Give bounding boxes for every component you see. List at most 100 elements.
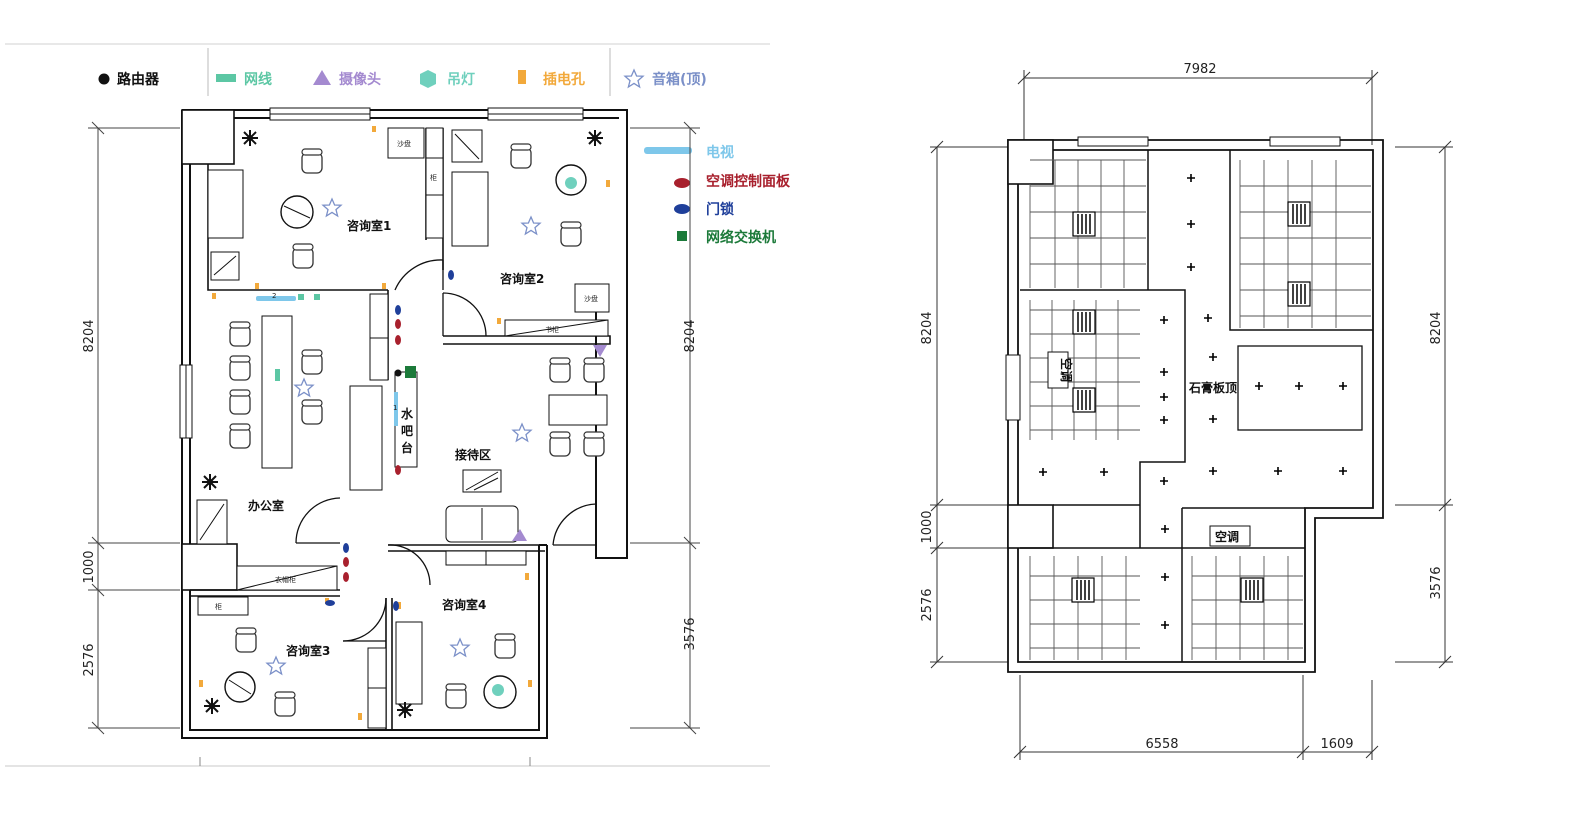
network-cable-icon — [216, 74, 236, 82]
power-outlet-icon — [255, 283, 259, 289]
dim-bottom-left: 6558 — [1145, 737, 1178, 752]
plant-icon — [241, 129, 259, 147]
consult-room-1: 沙盘 柜 咨询室1 — [207, 126, 444, 289]
ac-panel-icon — [674, 178, 690, 188]
speaker-icon — [322, 198, 342, 217]
cabinet — [197, 596, 249, 616]
chair — [583, 431, 605, 457]
camera-icon — [593, 345, 607, 357]
power-outlet-icon — [525, 573, 529, 580]
chair — [229, 355, 251, 381]
legend-side: 电视 空调控制面板 门锁 网络交换机 — [644, 144, 791, 246]
door-lock-icon — [674, 204, 690, 214]
ac-vent-icon — [1287, 281, 1311, 307]
ac-vent-icon — [1072, 387, 1096, 413]
ac-panel-icon — [395, 319, 401, 329]
router-icon — [394, 369, 402, 377]
water-bar-label-2: 吧 — [401, 424, 413, 438]
window — [1005, 354, 1021, 421]
cabinet — [369, 293, 389, 381]
chair — [229, 321, 251, 347]
svg-text:衣帽柜: 衣帽柜 — [275, 575, 296, 584]
right-dimensions — [930, 70, 1453, 760]
tv-icon — [644, 147, 692, 154]
plant-icon — [201, 473, 219, 491]
sofa — [349, 385, 383, 491]
dim-right-bot: 3576 — [683, 617, 698, 650]
room-label-consult4: 咨询室4 — [442, 597, 486, 612]
chair — [301, 399, 323, 425]
network-cable-icon — [298, 294, 304, 300]
sofa — [207, 169, 244, 239]
door-lock-icon — [343, 543, 349, 553]
office: 2 办公室 衣帽柜 — [196, 292, 389, 591]
power-outlet-icon — [212, 293, 216, 299]
chair — [301, 349, 323, 375]
chair — [229, 389, 251, 415]
right-ceiling-plan: 7982 8204 1000 2576 8204 3576 6558 1609 — [920, 62, 1453, 760]
room-label-office: 办公室 — [248, 498, 284, 513]
ac-panel-icon — [343, 557, 349, 567]
column — [1007, 139, 1054, 185]
power-outlet-icon — [497, 318, 501, 324]
speaker-icon — [512, 423, 532, 442]
reception-area: 1 水 吧 台 接待区 — [343, 305, 608, 582]
ac-vent-icon — [1072, 211, 1096, 237]
svg-text:沙盘: 沙盘 — [397, 139, 411, 148]
network-switch-icon — [405, 366, 416, 378]
plant-icon — [203, 697, 221, 715]
legend-label-camera: 摄像头 — [339, 71, 381, 88]
power-outlet-icon — [372, 126, 376, 132]
chair — [445, 683, 467, 709]
room-label-consult3: 咨询室3 — [286, 643, 330, 658]
dim-left-bot: 2576 — [920, 588, 935, 621]
plant-icon — [586, 129, 604, 147]
ac-vent-icon — [1071, 577, 1095, 603]
legend-label-network-cable: 网线 — [244, 71, 272, 88]
left-dimensions — [88, 121, 700, 735]
legend-label-power-outlet: 插电孔 — [543, 71, 585, 88]
speaker-icon — [294, 378, 314, 397]
dim-right-bot: 3576 — [1429, 566, 1444, 599]
legend-label-tv: 电视 — [706, 144, 734, 161]
chair — [229, 423, 251, 449]
chair — [301, 148, 323, 174]
legend-label-speaker: 音箱(顶) — [652, 71, 707, 88]
sand-tray — [574, 283, 610, 313]
left-floor-plan: 8204 1000 2576 8204 3576 — [5, 107, 770, 767]
legend-label-ac-panel: 空调控制面板 — [706, 173, 791, 190]
camera-icon — [313, 70, 331, 85]
camera-icon — [512, 529, 527, 541]
speaker-icon — [266, 656, 286, 675]
speaker-icon — [624, 69, 644, 88]
power-outlet-icon — [382, 283, 386, 289]
door-lock-icon — [393, 601, 399, 611]
consult-room-3: 柜 咨询室3 — [197, 596, 399, 729]
dim-left-bot: 2576 — [82, 643, 97, 676]
svg-text:1: 1 — [393, 404, 397, 412]
column — [181, 109, 235, 165]
ac-panel-icon — [395, 465, 401, 475]
dim-bottom-right: 1609 — [1320, 737, 1353, 752]
window — [1269, 136, 1341, 147]
interior-walls — [1020, 150, 1373, 662]
chair — [560, 221, 582, 247]
power-outlet-icon — [199, 680, 203, 687]
dim-left-top: 8204 — [82, 319, 97, 352]
consult-room-4: 咨询室4 — [395, 550, 532, 719]
legend-label-network-switch: 网络交换机 — [706, 229, 776, 246]
consult-room-2: 咨询室2 沙盘 书柜 — [448, 129, 610, 337]
svg-text:柜: 柜 — [215, 602, 222, 611]
room-label-consult2: 咨询室2 — [500, 271, 544, 286]
svg-text:柜: 柜 — [430, 173, 437, 182]
chair — [583, 357, 605, 383]
label-ac1: 空调 — [1059, 358, 1074, 382]
desk — [261, 315, 293, 469]
label-gypsum: 石膏板顶 — [1188, 380, 1237, 395]
ac-vent-icon — [1287, 201, 1311, 227]
chair — [292, 243, 314, 269]
chair — [235, 627, 257, 653]
tv-icon — [256, 296, 296, 301]
dim-right-top: 8204 — [683, 319, 698, 352]
doors — [295, 259, 597, 642]
